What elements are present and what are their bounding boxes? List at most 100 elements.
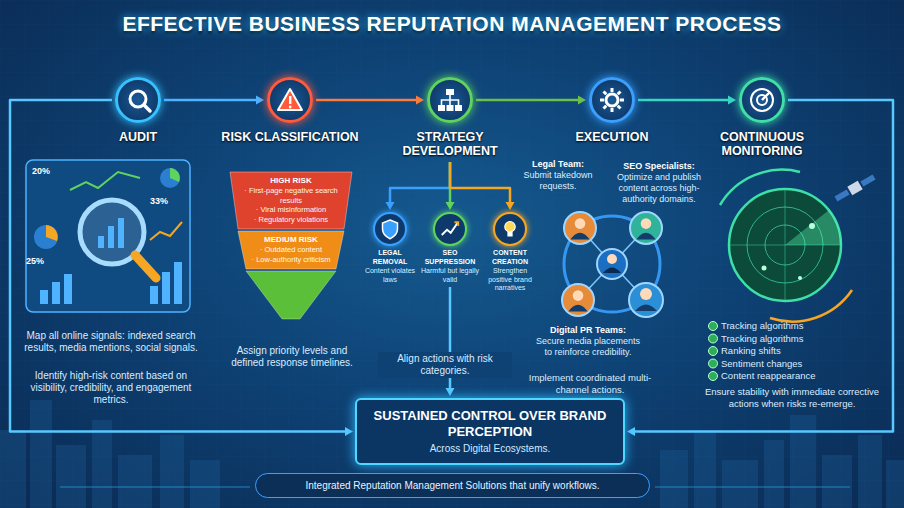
icon-part [289, 96, 291, 104]
dashboard-illustration [174, 262, 182, 304]
arrow-head [386, 202, 395, 210]
connector [638, 96, 736, 105]
band-fill [238, 231, 344, 269]
band-fill [230, 172, 352, 229]
team-member: Legal Team:Submit takedown requests. [563, 211, 597, 245]
radar-illustration [785, 210, 841, 245]
stage-icon [592, 80, 632, 120]
connector [450, 162, 515, 210]
solution-bar: Integrated Reputation Management Solutio… [255, 473, 650, 498]
city-skyline [92, 420, 112, 508]
check-icons [709, 322, 718, 381]
team-network [603, 268, 621, 274]
team-name: Legal Team: [513, 159, 603, 170]
option-glyph [435, 214, 465, 244]
icon-part [618, 92, 621, 95]
icon-part [575, 218, 586, 229]
stage-icon-circle: STRATEGY DEVELOPMENT [427, 77, 473, 123]
dashboard-illustration [34, 225, 58, 249]
city-skyline [190, 460, 220, 508]
icon-part [762, 92, 770, 100]
arrow-head [578, 96, 586, 105]
icon-part [447, 105, 454, 111]
stage-icon-circle: CONTINUOUS MONITORING [739, 77, 785, 123]
description-text: Align actions with risk categories. [378, 352, 512, 378]
city-skyline [886, 460, 904, 508]
radar-illustration [833, 173, 876, 204]
option-text: Content violates laws [361, 267, 419, 284]
arrow-head [416, 96, 424, 105]
stage-heading: CONTINUOUS MONITORING [697, 130, 827, 158]
description-text: Tracking algorithms [721, 333, 871, 345]
icon-part [455, 222, 459, 226]
option-text: Strengthen positive brand narratives [481, 267, 539, 293]
connector [164, 96, 264, 105]
outcome-subtitle: Across Digital Ecosystems. [369, 442, 611, 455]
arrow-head [446, 388, 455, 396]
band-item: · Regulatory violations [243, 215, 339, 225]
chart-percentage: 25% [26, 256, 60, 267]
connector [476, 96, 586, 105]
icon-part [568, 305, 587, 312]
radar-illustration [809, 223, 815, 229]
icon-part [618, 106, 621, 109]
icon-part [636, 233, 655, 240]
description-text: Content reappearance [721, 370, 871, 382]
icon-part [600, 88, 624, 112]
team-network [597, 249, 627, 279]
dashboard-illustration [40, 262, 182, 304]
team-name: Digital PR Teams: [533, 325, 643, 336]
dashboard-illustration [150, 286, 158, 304]
city-skyline [660, 450, 688, 508]
stage-heading: EXECUTION [552, 130, 672, 144]
band-heading: HIGH RISK [243, 176, 339, 186]
radar-illustration [834, 189, 849, 201]
person-glyph [563, 285, 593, 315]
icon-part [442, 95, 459, 105]
icon-part [611, 108, 614, 112]
team-member: SEO Specialists:Optimize and publish con… [629, 211, 663, 245]
outcome-box: SUSTAINED CONTROL OVER BRAND PERCEPTIONA… [355, 398, 625, 465]
person-glyph [565, 213, 595, 243]
icon-part [611, 88, 614, 92]
icon-part [383, 220, 398, 239]
band-item: · Outdated content [251, 245, 331, 255]
icon-part [278, 89, 302, 110]
connector [10, 100, 353, 436]
radar-illustration [860, 174, 875, 186]
team-caption: Digital PR Teams:Secure media placements… [533, 325, 643, 358]
team-network [640, 288, 652, 300]
arrow-head [728, 96, 736, 105]
arrow-head [627, 427, 635, 436]
risk-band: MEDIUM RISK· Outdated content· Low-autho… [238, 231, 344, 269]
team-member: Digital PR Teams:Secure media placements… [561, 283, 595, 317]
dashboard-illustration [64, 274, 72, 304]
strategy-option: LEGAL REMOVALContent violates laws [361, 212, 419, 284]
icon-part [438, 105, 445, 111]
team-caption: Legal Team:Submit takedown requests. [513, 159, 603, 192]
team-network [607, 254, 617, 264]
band-item: · Low-authority criticism [251, 255, 331, 265]
stage-icon-circle: EXECUTION [589, 77, 635, 123]
connector-line [476, 99, 579, 102]
icon-part [455, 105, 462, 111]
city-skyline [56, 445, 86, 508]
option-glyph [375, 214, 405, 244]
strategy-option: CONTENT CREATIONStrengthen positive bran… [481, 212, 539, 293]
team-network [629, 283, 663, 317]
bottom-glow-lines [655, 486, 850, 487]
stage-icon-circle: AUDIT [115, 77, 161, 123]
option-heading: SEO SUPPRESSION [421, 249, 479, 266]
connector-line [638, 99, 729, 102]
check-icons [709, 359, 718, 368]
team-task: Submit takedown requests. [513, 170, 603, 192]
icon-part [144, 105, 150, 111]
stage-heading: STRATEGY DEVELOPMENT [390, 130, 510, 158]
connector-line [390, 162, 450, 203]
dashboard-illustration [52, 282, 60, 304]
stage-icon [118, 80, 158, 120]
band-item: · First-page negative search results [243, 186, 339, 205]
radar-illustration [798, 276, 802, 280]
